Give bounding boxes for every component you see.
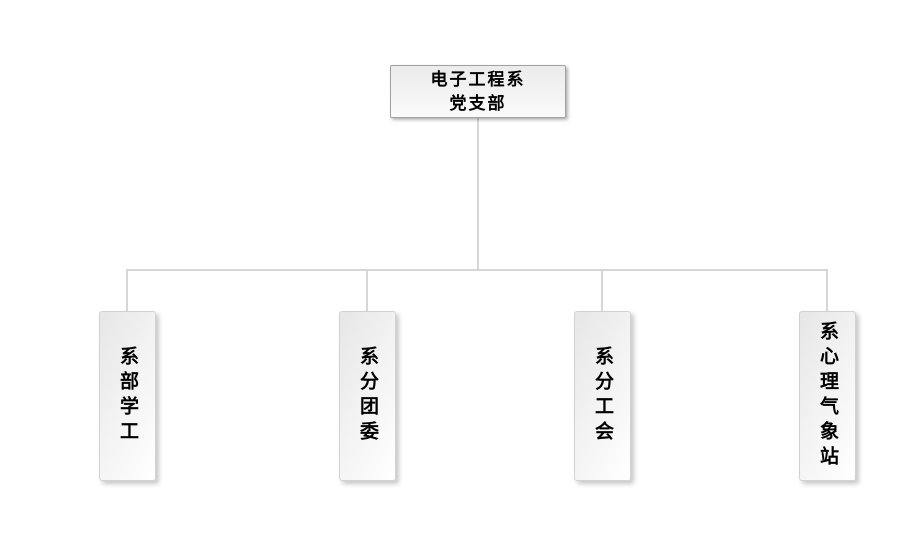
child-node-label: 系分团委 bbox=[357, 346, 378, 446]
child-node-dept-student-affairs: 系部学工 bbox=[99, 311, 156, 481]
connector-horizontal-bar bbox=[126, 269, 828, 271]
child-node-labor-union: 系分工会 bbox=[574, 311, 631, 481]
connector-drop-2 bbox=[366, 269, 368, 312]
child-node-youth-league-committee: 系分团委 bbox=[339, 311, 396, 481]
connector-drop-4 bbox=[826, 269, 828, 312]
root-node: 电子工程系 党支部 bbox=[390, 65, 566, 118]
child-node-label: 系分工会 bbox=[592, 346, 613, 446]
child-node-label: 系部学工 bbox=[117, 346, 138, 446]
connector-drop-1 bbox=[126, 269, 128, 312]
root-node-label-line2: 党支部 bbox=[449, 93, 507, 113]
root-node-label-line1: 电子工程系 bbox=[430, 69, 526, 89]
child-node-label: 系心理气象站 bbox=[817, 321, 838, 471]
connector-root-stem bbox=[477, 118, 479, 270]
connector-drop-3 bbox=[601, 269, 603, 312]
child-node-psych-weather-station: 系心理气象站 bbox=[799, 311, 856, 481]
